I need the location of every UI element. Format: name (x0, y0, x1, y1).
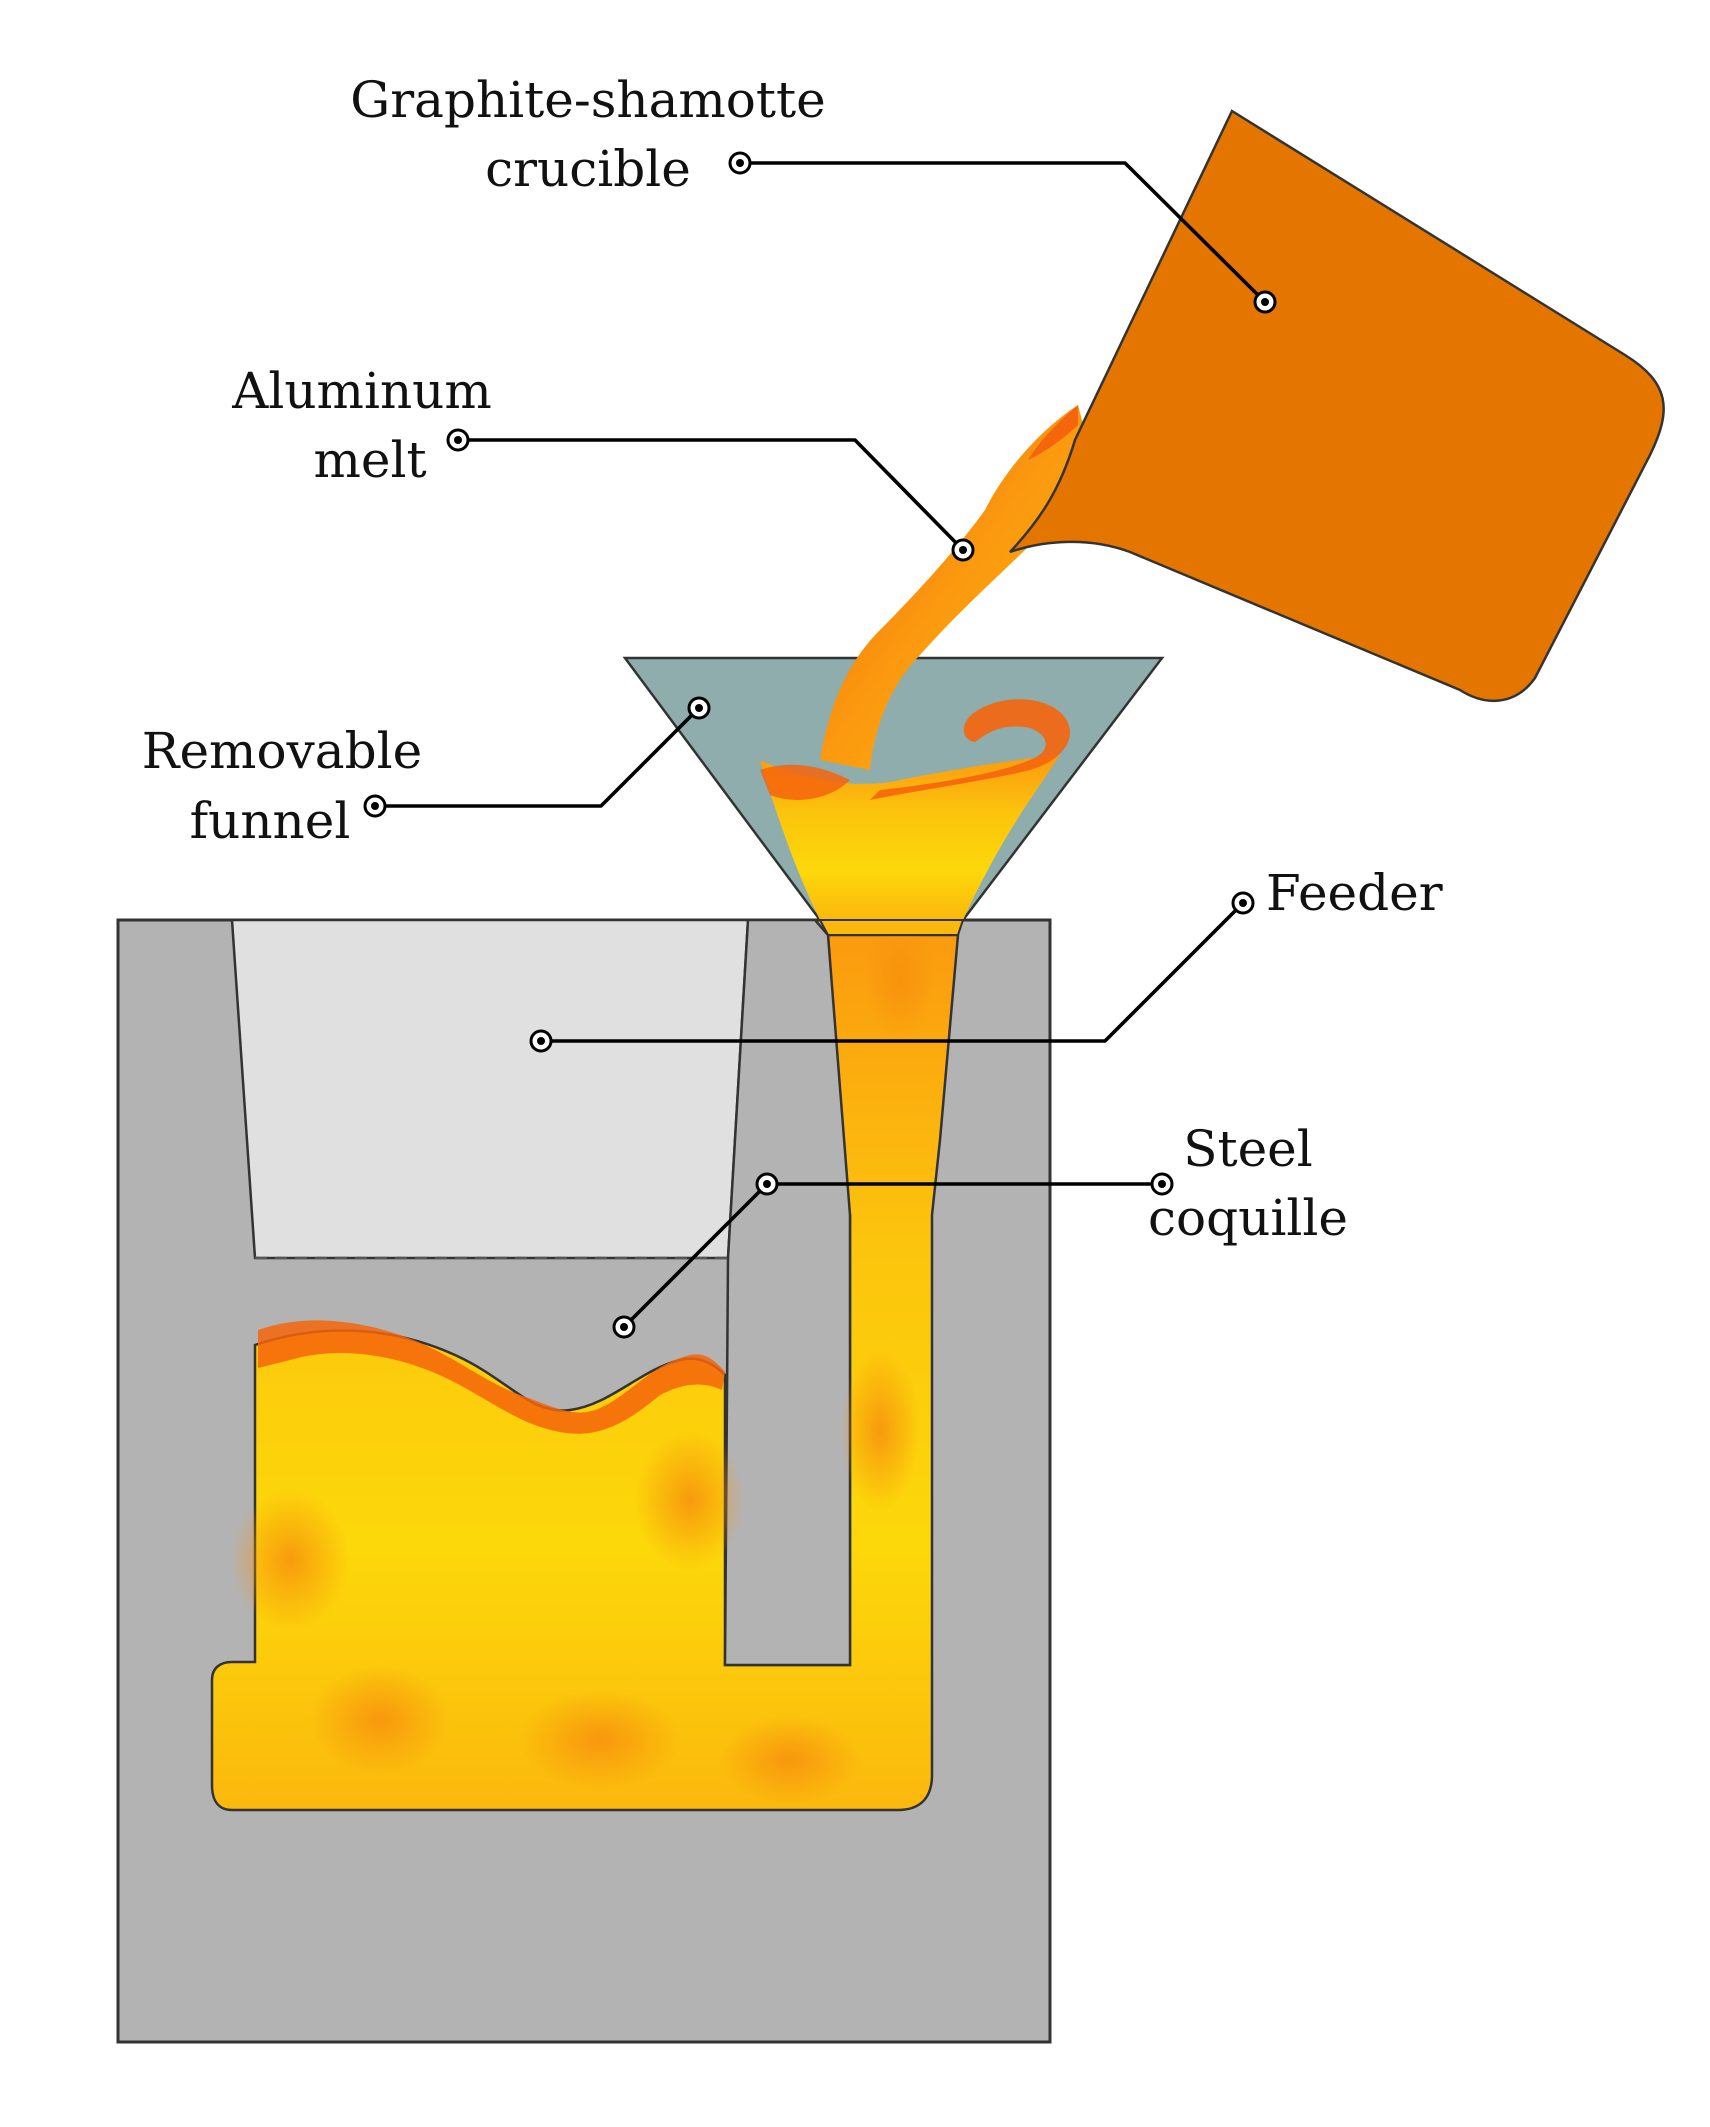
melt-leader (458, 438, 965, 552)
marker-melt-point (951, 538, 975, 562)
crucible-label-line2: crucible (485, 140, 691, 198)
melt-in-mould (210, 918, 960, 1812)
marker-feeder-label (1231, 891, 1255, 915)
coquille-leader-2 (622, 1182, 769, 1329)
funnel-melt (760, 755, 1060, 920)
funnel-spout (818, 919, 965, 936)
funnel-label-line2: funnel (190, 792, 351, 850)
melt-label-line1: Aluminum (231, 362, 492, 420)
markers (363, 151, 1277, 1339)
marker-crucible-point (1253, 290, 1277, 314)
marker-feeder-point (529, 1029, 553, 1053)
feeder-cavity (230, 918, 750, 1260)
coquille-label-line2: coquille (1148, 1189, 1348, 1247)
melt-stream (820, 405, 1095, 770)
marker-coquille-point-2 (612, 1315, 636, 1339)
crucible-label-line1: Graphite-shamotte (350, 71, 825, 129)
removable-funnel (622, 656, 1165, 936)
marker-coquille-label (1150, 1172, 1174, 1196)
melt-surface-foam (258, 1320, 725, 1434)
pouring-stream (820, 405, 1095, 770)
labels: Graphite-shamotte crucible Aluminum melt… (142, 71, 1443, 1247)
crucible-leader (740, 161, 1267, 304)
crucible-body (1009, 109, 1665, 703)
funnel-leader (383, 706, 701, 808)
melt-label-line2: melt (313, 431, 426, 489)
funnel-swirl (870, 699, 1070, 800)
graphite-shamotte-crucible (1009, 109, 1665, 703)
marker-melt-label (446, 428, 470, 452)
marker-coquille-point-1 (755, 1172, 779, 1196)
marker-funnel-point (687, 696, 711, 720)
feeder-label: Feeder (1266, 864, 1443, 922)
marker-crucible-label (728, 151, 752, 175)
coquille-label-line1: Steel (1183, 1120, 1313, 1178)
feeder-leader (541, 906, 1240, 1043)
marker-funnel-label (363, 794, 387, 818)
leader-lines (383, 161, 1267, 1329)
funnel-label-line1: Removable (142, 722, 422, 780)
coquille-inner-wall (723, 918, 852, 1667)
